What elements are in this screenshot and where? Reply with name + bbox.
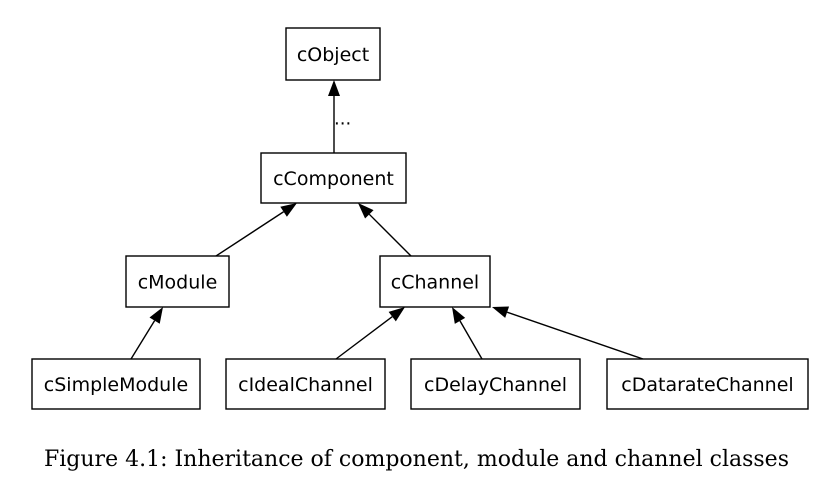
class-box (606, 358, 809, 410)
edge-label: ... (334, 109, 351, 130)
class-label: cObject (297, 44, 369, 66)
edge-cComponent-to-cObject: ... (328, 80, 351, 153)
figure-caption: Figure 4.1: Inheritance of component, mo… (44, 447, 789, 472)
class-box (31, 358, 201, 410)
class-label: cDatarateChannel (621, 374, 793, 396)
class-label: cDelayChannel (424, 374, 567, 396)
edge-cDelayChannel-to-cChannel (452, 307, 483, 360)
edge-cChannel-to-cComponent (358, 203, 412, 257)
class-node-cModule: cModule (125, 255, 230, 308)
edge-line (215, 211, 284, 257)
class-label: cSimpleModule (44, 374, 188, 396)
edge-line (335, 316, 393, 360)
class-node-cObject: cObject (285, 27, 381, 81)
nodes-layer: cObject cComponent cModule cChannel cSimpleM… (31, 27, 809, 410)
arrowhead-icon (492, 306, 510, 318)
class-node-cDelayChannel: cDelayChannel (410, 358, 581, 410)
arrowhead-icon (452, 307, 466, 324)
edge-line (130, 320, 156, 360)
class-box (125, 255, 230, 308)
class-node-cIdealChannel: cIdealChannel (225, 358, 386, 410)
inheritance-diagram: ... cObject cComponent cModule cChannel cSim… (31, 27, 809, 410)
class-label: cChannel (391, 272, 479, 294)
edge-line (459, 320, 483, 360)
arrowhead-icon (328, 80, 340, 96)
class-label: cModule (138, 272, 218, 294)
class-node-cSimpleModule: cSimpleModule (31, 358, 201, 410)
class-box (260, 152, 407, 204)
edge-line (368, 213, 412, 257)
arrowhead-icon (149, 307, 163, 324)
class-node-cComponent: cComponent (260, 152, 407, 204)
class-label: cComponent (273, 168, 394, 190)
edge-cIdealChannel-to-cChannel (335, 307, 405, 360)
class-node-cChannel: cChannel (379, 255, 491, 308)
edges-layer: ... (130, 80, 644, 360)
class-box (225, 358, 386, 410)
edge-cSimpleModule-to-cModule (130, 307, 163, 360)
class-box (410, 358, 581, 410)
class-box (379, 255, 491, 308)
arrowhead-icon (358, 203, 374, 219)
edge-cDatarateChannel-to-cChannel (492, 306, 644, 360)
class-node-cDatarateChannel: cDatarateChannel (606, 358, 809, 410)
class-box (285, 27, 381, 81)
arrowhead-icon (280, 203, 297, 217)
edge-line (506, 311, 644, 360)
edge-cModule-to-cComponent (215, 203, 297, 257)
arrowhead-icon (388, 307, 405, 322)
class-label: cIdealChannel (238, 374, 373, 396)
